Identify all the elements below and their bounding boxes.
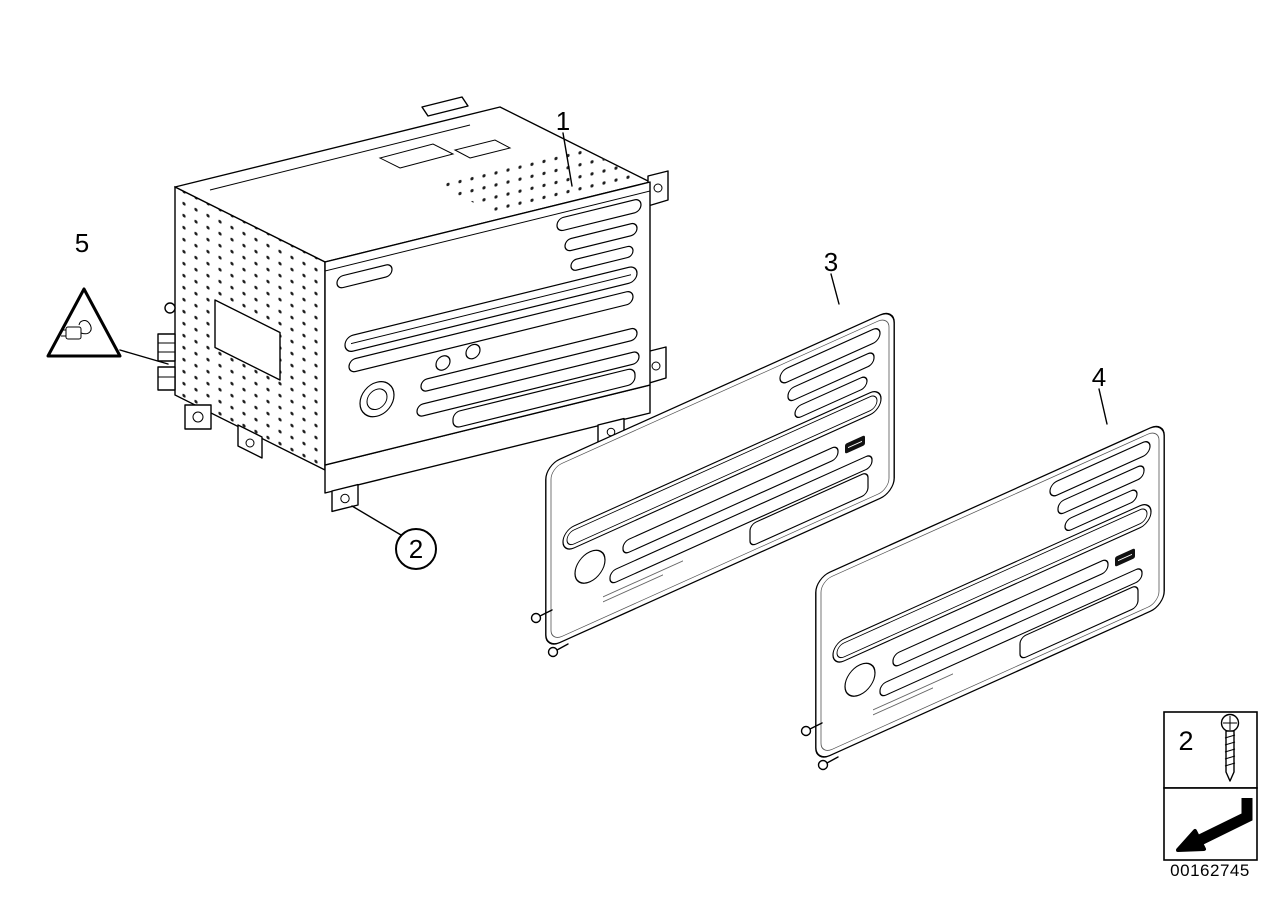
trim-panel-4-pins — [800, 722, 839, 771]
head-unit-rear-tab — [421, 96, 469, 117]
warning-triangle-icon — [46, 287, 122, 358]
callout-3-leader — [830, 273, 840, 305]
mounting-ears — [645, 170, 669, 385]
trim-panel-3-pins — [530, 609, 569, 658]
volume-knob-hole — [359, 381, 395, 418]
callout-5-leader — [119, 349, 169, 365]
callout-4-leader — [1098, 388, 1108, 425]
screw-icon — [1220, 713, 1240, 782]
head-unit-drawing — [157, 96, 669, 513]
part-number: 00162745 — [1170, 861, 1250, 880]
rear-connectors — [157, 302, 263, 459]
direction-arrow-icon — [1176, 798, 1253, 852]
legend-direction-box — [1163, 787, 1258, 861]
trim-panel-3-drawing — [530, 307, 895, 658]
callout-1-leader — [562, 132, 573, 187]
legend-item-number: 2 — [1178, 726, 1193, 756]
trim-panel-4-drawing — [800, 420, 1165, 771]
callout-2-label: 2 — [409, 534, 423, 564]
legend-screw-box: 2 — [1163, 711, 1258, 789]
callout-4-label: 4 — [1092, 362, 1106, 392]
faceplate — [324, 181, 651, 466]
callout-3-label: 3 — [824, 247, 838, 277]
callout-2-leader — [351, 505, 402, 536]
callout-1-label: 1 — [556, 106, 570, 136]
callout-2-circle — [395, 528, 437, 570]
callout-5-label: 5 — [75, 228, 89, 258]
cage-left-face — [174, 185, 326, 472]
